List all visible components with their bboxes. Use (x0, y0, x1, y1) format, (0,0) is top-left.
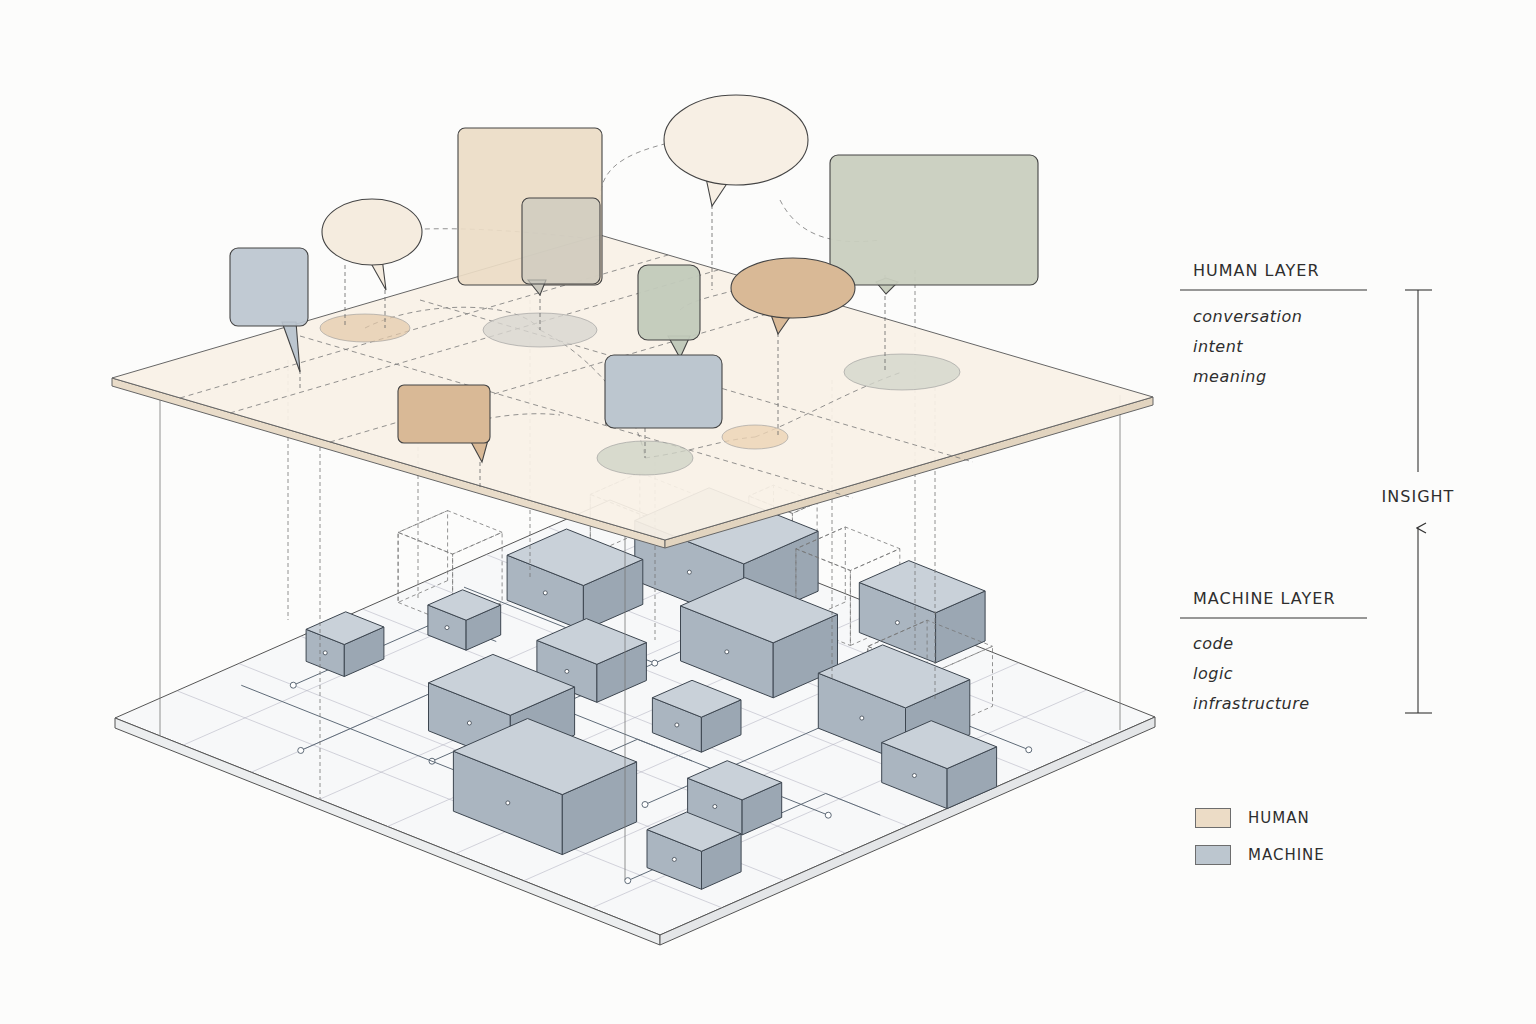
machine-block (306, 612, 384, 645)
port-dot (713, 805, 717, 809)
port-dot (672, 857, 676, 861)
machine-block (428, 590, 501, 620)
machine-block (681, 578, 838, 643)
legend-swatch (1195, 845, 1231, 865)
machine-block (652, 680, 741, 717)
wireframe-box (398, 511, 448, 603)
layer-title: MACHINE LAYER (1193, 589, 1336, 608)
legend-text: MACHINE (1248, 846, 1325, 864)
machine-block (882, 721, 997, 769)
machine-block (818, 645, 970, 708)
port-dot (860, 716, 864, 720)
layer-item: meaning (1193, 367, 1267, 386)
human-layer (112, 140, 1153, 548)
port-dot (725, 650, 729, 654)
machine-block (537, 619, 647, 665)
layer-item: code (1193, 634, 1234, 653)
port-dot (323, 651, 327, 655)
port-dot (565, 669, 569, 673)
port-dot (687, 570, 691, 574)
port-dot (912, 774, 916, 778)
machine-block (429, 654, 575, 715)
machine-block (688, 761, 782, 800)
wire-terminal (298, 747, 304, 753)
legend-text: HUMAN (1248, 809, 1310, 827)
port-dot (445, 626, 449, 630)
wire-terminal (625, 878, 631, 884)
machine-block (859, 561, 985, 613)
port-dot (467, 721, 471, 725)
machine-layer (115, 473, 1155, 945)
wire-terminal (652, 660, 658, 666)
wire-terminal (642, 802, 648, 808)
wireframe-box (398, 511, 502, 554)
machine-block (507, 529, 643, 586)
port-dot (675, 723, 679, 727)
port-dot (895, 621, 899, 625)
layer-item: conversation (1193, 307, 1302, 326)
port-dot (506, 801, 510, 805)
layer-item: infrastructure (1193, 694, 1310, 713)
port-dot (543, 591, 547, 595)
wire-terminal (290, 682, 296, 688)
machine-block (647, 812, 741, 851)
wire-terminal (825, 812, 831, 818)
layer-item: logic (1193, 664, 1233, 683)
circuit-wire (826, 793, 881, 815)
machine-block (453, 719, 636, 795)
axis-label: INSIGHT (1382, 487, 1455, 506)
speech-bubbles (230, 95, 1038, 462)
legend-swatch (1195, 808, 1231, 828)
wire-terminal (1026, 747, 1032, 753)
wireframe-box (796, 527, 900, 571)
layer-title: HUMAN LAYER (1193, 261, 1320, 280)
layer-item: intent (1193, 337, 1243, 356)
